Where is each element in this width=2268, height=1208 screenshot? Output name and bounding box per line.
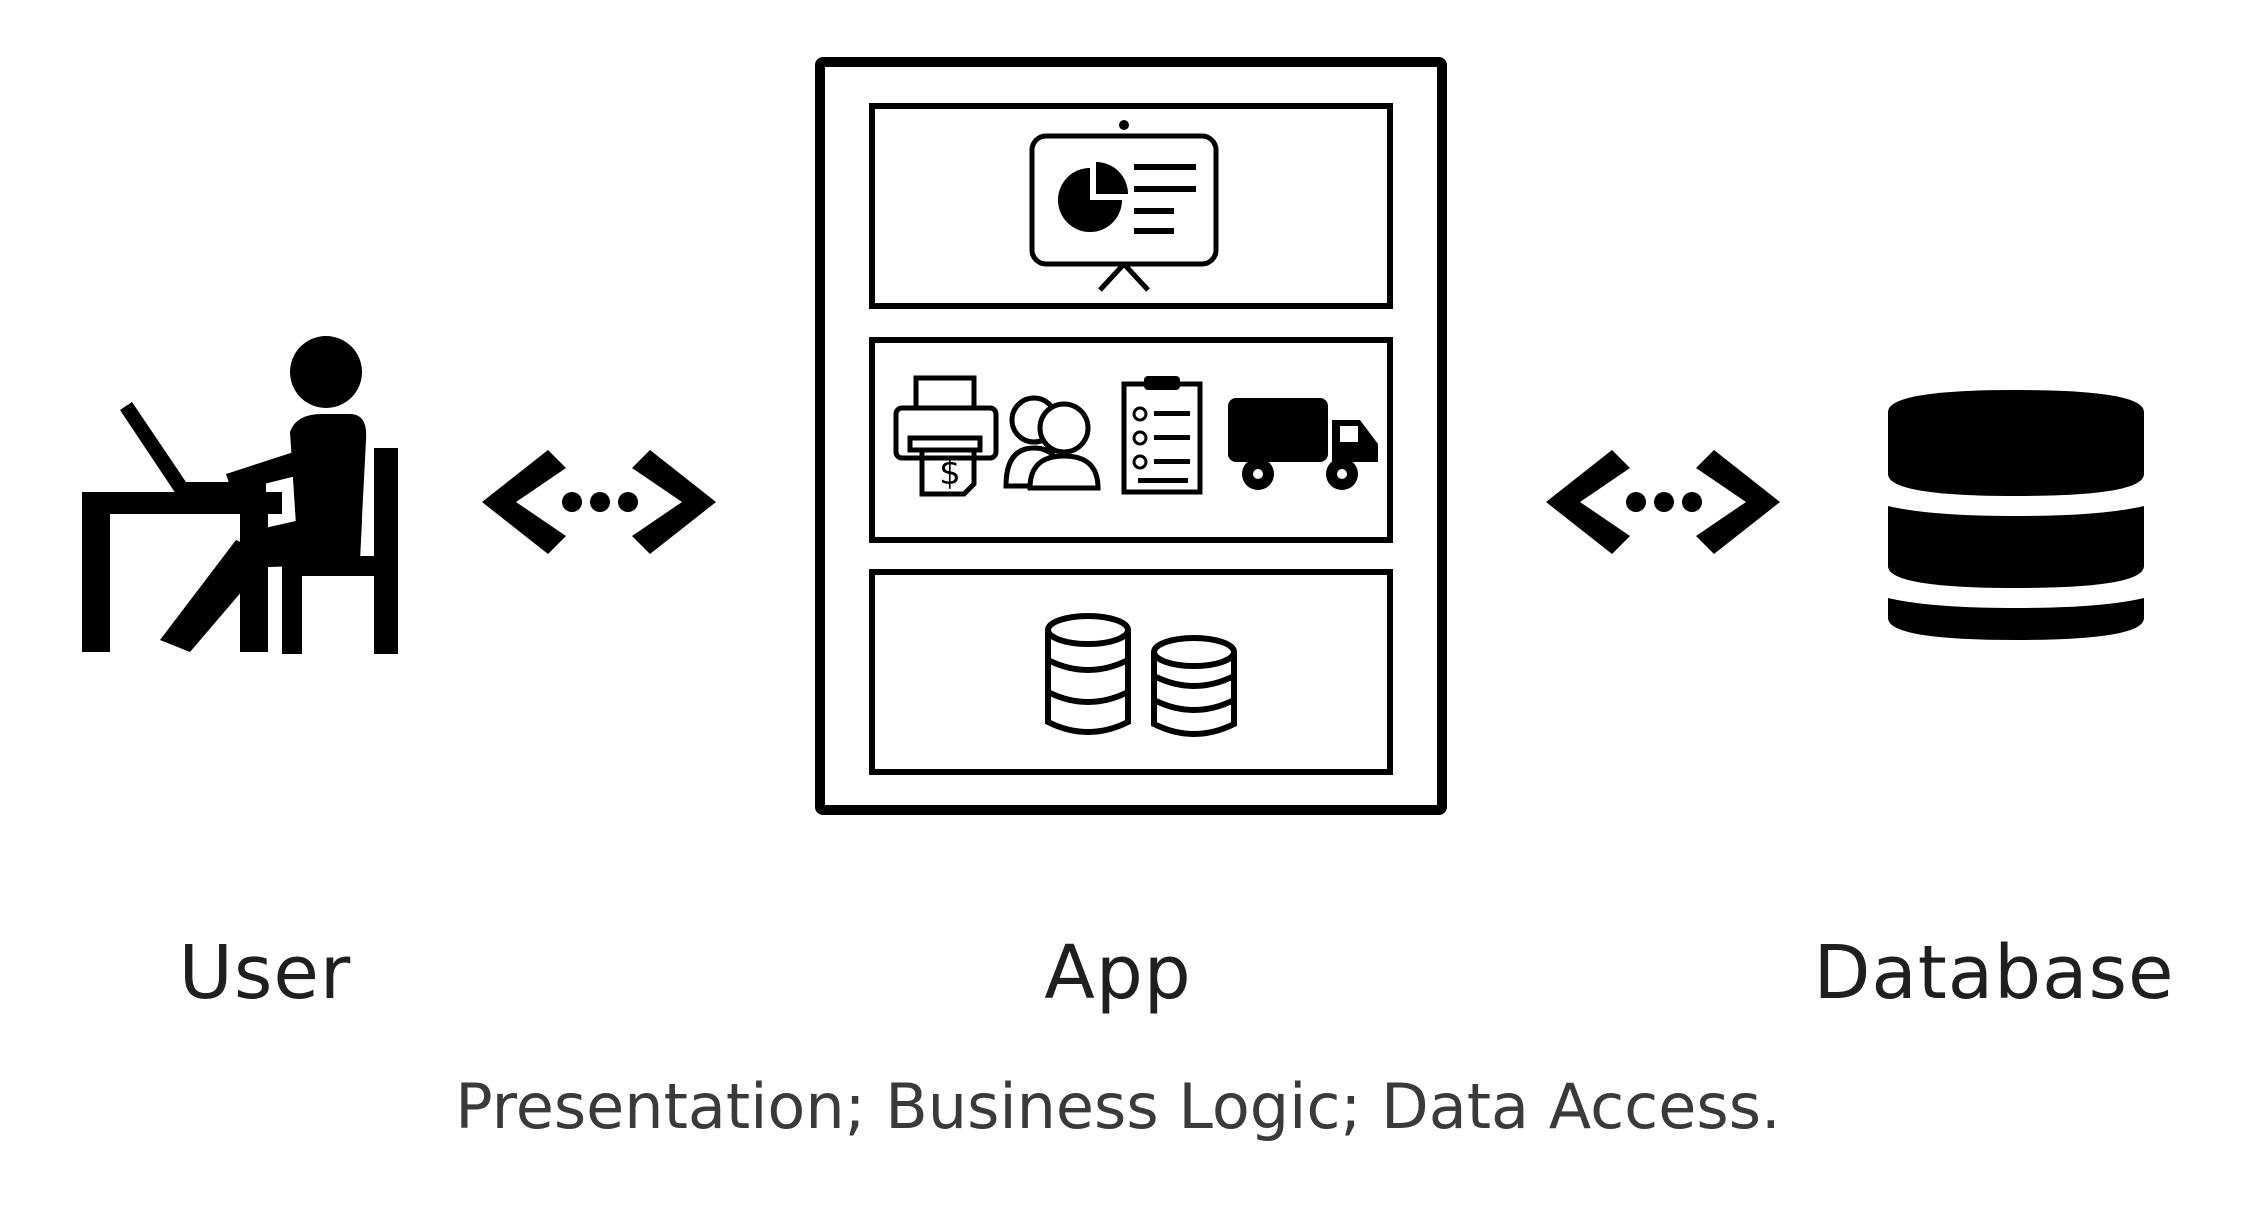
user-label: User (178, 930, 352, 1016)
data-access-layer (869, 569, 1393, 775)
delivery-truck-icon (1228, 398, 1378, 490)
presentation-layer (869, 103, 1393, 309)
invoice-printer-icon: $ (893, 375, 999, 497)
database-label: Database (1813, 930, 2175, 1016)
business-logic-layer: $ (869, 337, 1393, 543)
left-connector-icon (482, 450, 716, 554)
right-connector-icon (1546, 450, 1780, 554)
users-icon (1003, 395, 1101, 491)
checklist-icon (1121, 376, 1203, 495)
presentation-board-icon (1029, 120, 1219, 292)
database-pair-icon (1045, 613, 1237, 737)
app-container: $ (815, 57, 1447, 815)
user-icon (82, 336, 398, 654)
caption: Presentation; Business Logic; Data Acces… (455, 1070, 1781, 1143)
svg-text:$: $ (939, 453, 961, 493)
database-icon (1888, 390, 2144, 640)
app-label: App (1044, 930, 1192, 1016)
